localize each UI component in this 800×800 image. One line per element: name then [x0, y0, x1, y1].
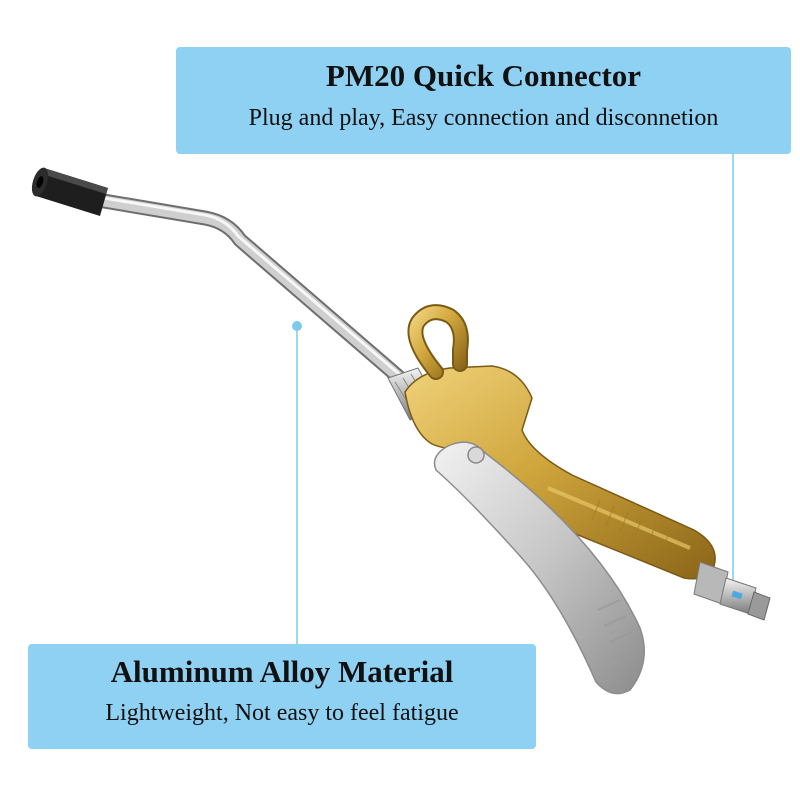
connector-callout: PM20 Quick Connector Plug and play, Easy… — [176, 47, 791, 154]
nozzle-tube — [90, 192, 416, 393]
material-title: Aluminum Alloy Material — [110, 654, 454, 689]
material-subtitle: Lightweight, Not easy to feel fatigue — [105, 700, 459, 726]
connector-subtitle: Plug and play, Easy connection and disco… — [248, 105, 719, 131]
connector-title: PM20 Quick Connector — [325, 58, 642, 93]
trigger-pivot — [467, 446, 485, 464]
material-leader-dot — [292, 321, 302, 331]
trigger-lever — [433, 441, 645, 695]
rubber-tip — [31, 167, 108, 216]
hanging-hook — [407, 304, 469, 380]
material-callout: Aluminum Alloy Material Lightweight, Not… — [28, 644, 536, 749]
quick-connector — [693, 561, 771, 621]
